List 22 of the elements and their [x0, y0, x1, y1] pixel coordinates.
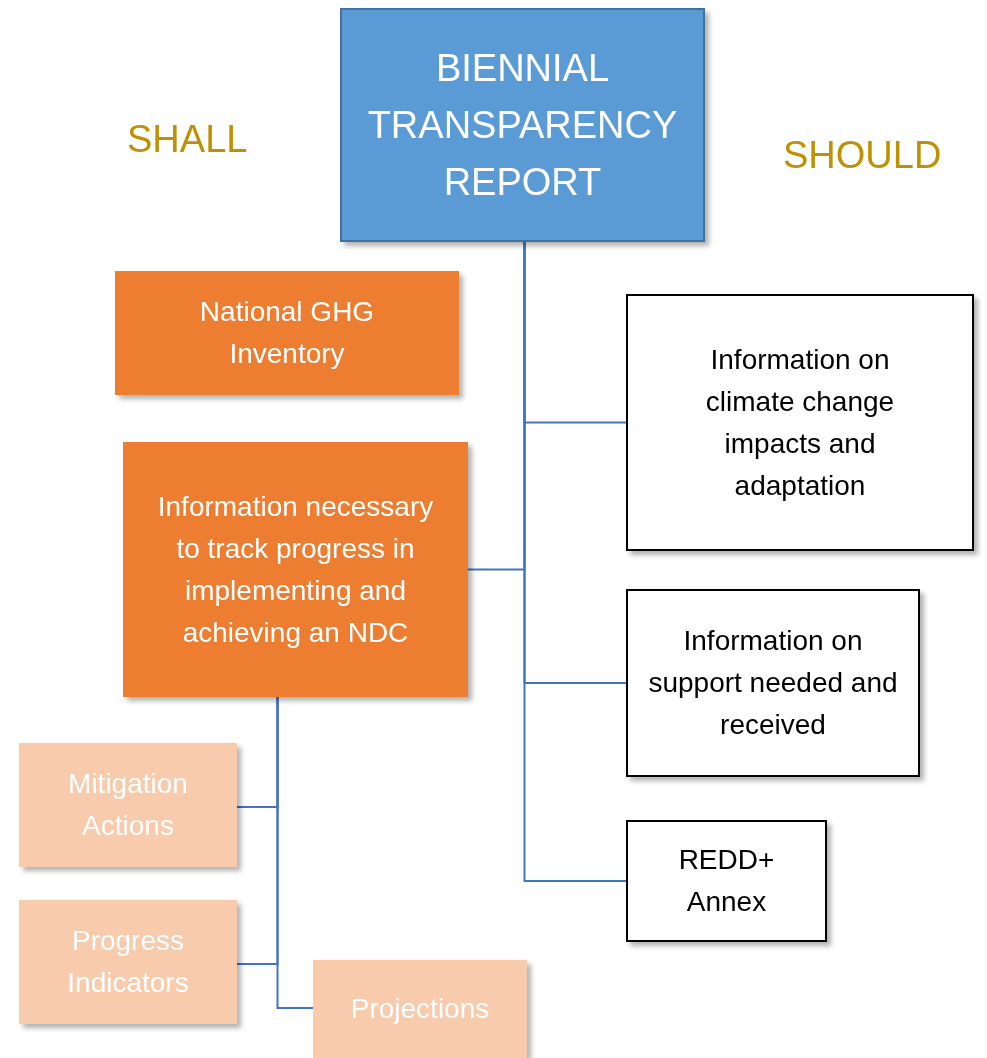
text-box	[123, 442, 468, 697]
box-text: Information necessary to track progress in implementing and achieving an NDC	[156, 489, 435, 650]
box-text: Progress Indicators	[66, 924, 190, 1000]
text-box	[626, 820, 827, 942]
connector-line	[276, 696, 314, 1009]
connector-line	[523, 241, 627, 882]
box-text: Information on climate change impacts and adaptation	[704, 342, 896, 503]
box-text: Information on support needed and received	[648, 624, 898, 742]
box-text: BIENNIAL TRANSPARENCY REPORT	[366, 45, 679, 205]
text-box	[19, 743, 237, 867]
text-box	[115, 271, 459, 395]
text-box	[626, 294, 974, 551]
category-heading: SHOULD	[783, 134, 942, 177]
box-text: National GHG Inventory	[198, 295, 376, 371]
box-text: Projections	[350, 992, 490, 1026]
text-box	[626, 589, 920, 777]
box-text: Mitigation Actions	[67, 767, 189, 843]
text-box	[19, 900, 237, 1024]
box-text: REDD+ Annex	[677, 843, 776, 919]
text-box	[340, 8, 705, 242]
text-box	[313, 960, 527, 1058]
category-heading: SHALL	[127, 118, 248, 161]
